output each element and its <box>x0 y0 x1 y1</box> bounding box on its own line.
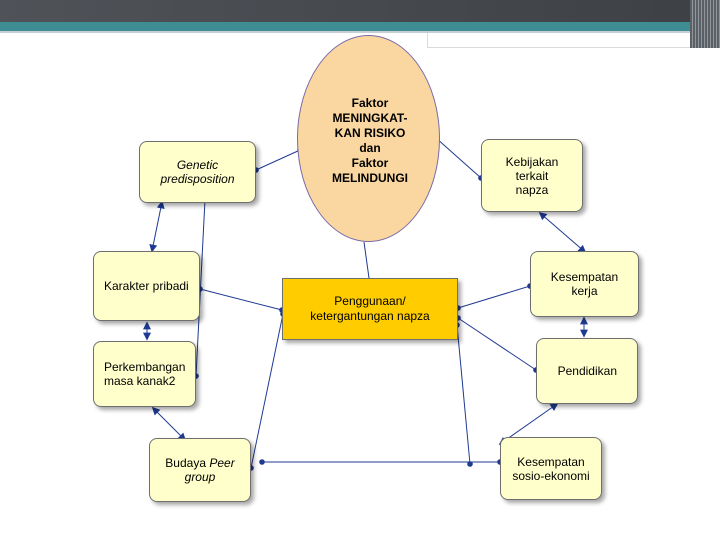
box-kebijakan-text: Kebijakan terkait napza <box>505 154 559 197</box>
title-bar-line <box>0 31 720 33</box>
corner-box <box>427 33 720 48</box>
box-kesempatan-kerja-text: Kesempatan kerja <box>550 270 619 298</box>
title-bar-dark <box>0 0 720 22</box>
title-bar-teal <box>0 22 720 31</box>
connector-genetic-ellipse <box>253 147 303 173</box>
connector-center-sosio <box>454 322 473 467</box>
connector-kebijakan-kerja <box>538 211 587 254</box>
box-perkembangan: Perkembangan masa kanak2 <box>93 341 196 407</box>
budaya-suffix: group <box>184 470 216 484</box>
connector-genetic-perkembangan <box>193 197 208 379</box>
budaya-prefix: Budaya <box>165 456 210 470</box>
box-karakter: Karakter pribadi <box>93 251 200 321</box>
connector-center-pendidikan <box>455 315 539 373</box>
connector-ellipse-center <box>363 241 370 279</box>
box-kebijakan: Kebijakan terkait napza <box>481 139 583 212</box>
box-budaya-text: Budaya Peer group <box>165 456 234 484</box>
connector-center-budaya <box>248 311 286 471</box>
center-box-text: Penggunaan/ ketergantungan napza <box>310 294 430 323</box>
box-genetic-text: Genetic predisposition <box>160 158 235 186</box>
budaya-italic: Peer <box>209 456 235 470</box>
risk-factor-text: Faktor MENINGKAT- KAN RISIKO dan Faktor … <box>332 96 408 185</box>
box-karakter-text: Karakter pribadi <box>104 279 189 293</box>
connector-kerja-center <box>455 283 533 311</box>
box-pendidikan-text: Pendidikan <box>557 364 617 378</box>
box-kesempatan-kerja: Kesempatan kerja <box>530 251 639 317</box>
box-budaya: Budaya Peer group <box>149 438 251 502</box>
risk-factor-ellipse <box>297 35 440 242</box>
connector-genetic-karakter <box>149 200 165 253</box>
box-pendidikan: Pendidikan <box>536 338 638 404</box>
center-box-napza: Penggunaan/ ketergantungan napza <box>282 278 458 340</box>
box-genetic: Genetic predisposition <box>139 141 256 203</box>
box-sosio-ekonomi-text: Kesempatan sosio-ekonomi <box>512 454 590 483</box>
connector-perkembangan-budaya <box>151 406 187 442</box>
corner-stripes <box>690 0 720 48</box>
connector-ellipse-kebijakan <box>433 135 484 181</box>
connector-karakter-center <box>197 286 285 313</box>
box-sosio-ekonomi: Kesempatan sosio-ekonomi <box>500 437 602 500</box>
box-perkembangan-text: Perkembangan masa kanak2 <box>104 360 186 388</box>
